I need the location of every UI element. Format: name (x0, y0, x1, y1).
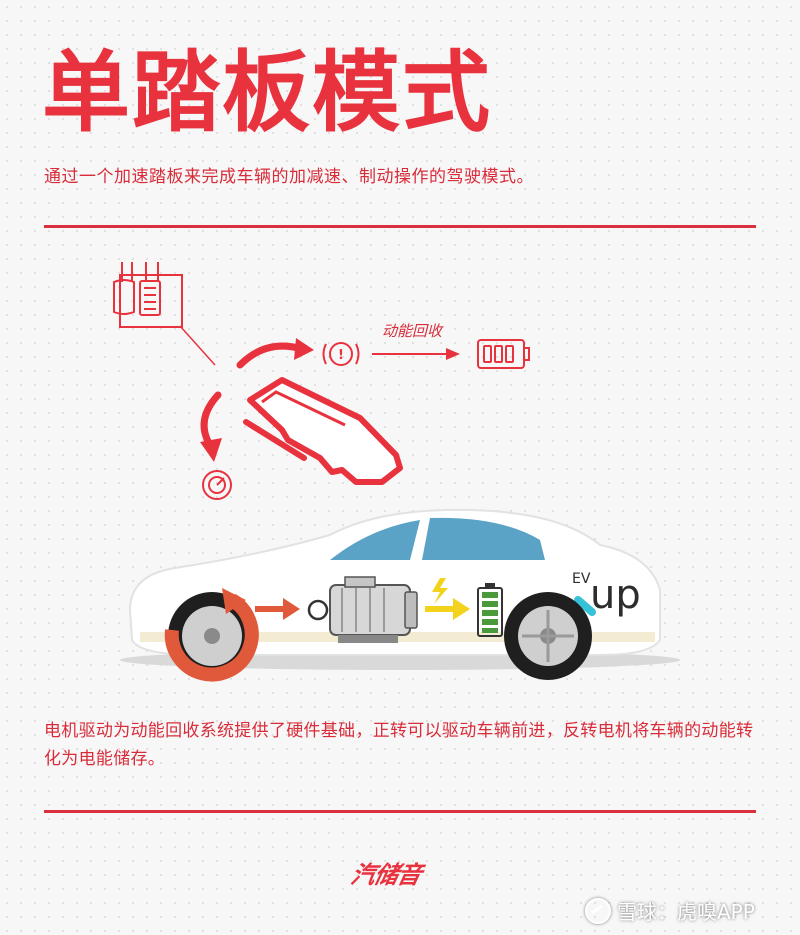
brake-icon (322, 342, 360, 366)
car-battery-icon (477, 583, 503, 637)
pedal-icon (113, 262, 216, 366)
watermark-text: 雪球：虎嗅APP (617, 900, 755, 924)
top-divider (44, 225, 756, 228)
motor-icon (307, 576, 418, 643)
snowball-icon (585, 897, 611, 924)
brand-ev: EV (572, 571, 591, 587)
shoe-icon (243, 377, 403, 485)
page-subtitle: 通过一个加速踏板来完成车辆的加减速、制动操作的驾驶模式。 (44, 167, 534, 187)
page-title: 单踏板模式 (42, 41, 493, 144)
accelerate-arrow (236, 338, 314, 369)
speedometer-icon (202, 470, 232, 500)
decelerate-arrow (200, 391, 222, 462)
bottom-divider (44, 810, 756, 813)
single-pedal-diagram: ! 动能回收 EV up (113, 262, 680, 682)
brand-up: up (590, 572, 641, 618)
recovery-arrow (372, 348, 460, 360)
watermark: 雪球：虎嗅APP (585, 896, 755, 925)
front-wheel (504, 592, 592, 680)
orange-arrow (255, 598, 300, 620)
battery-icon (477, 339, 530, 369)
energy-recovery-label: 动能回收 (382, 322, 444, 340)
svg-text:!: ! (338, 348, 344, 363)
rear-wheel (164, 588, 259, 682)
footer-logo: 汽储音 (348, 861, 424, 889)
description-text: 电机驱动为动能回收系统提供了硬件基础，正转可以驱动车辆前进，反转电机将车辆的动能… (44, 721, 754, 769)
yellow-arrow (425, 578, 470, 620)
